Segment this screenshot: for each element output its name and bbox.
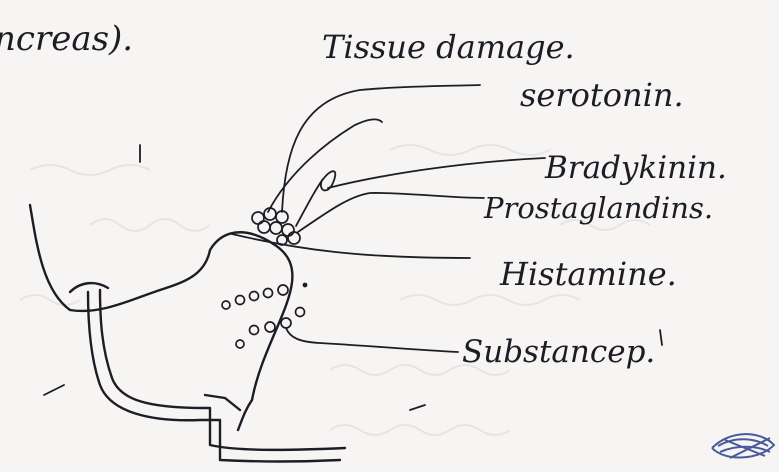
leader-histamine bbox=[232, 234, 470, 258]
label-substance-p: Substancep. bbox=[462, 334, 655, 370]
nerve-fiber-inner bbox=[88, 292, 340, 462]
label-histamine: Histamine. bbox=[499, 255, 677, 293]
ink-scribble bbox=[712, 434, 774, 458]
label-serotonin: serotonin. bbox=[520, 76, 684, 114]
tick-mark-right bbox=[660, 330, 662, 345]
dash-mark-lower bbox=[410, 405, 425, 410]
dash-mark bbox=[44, 385, 64, 395]
nerve-fiber-outer bbox=[100, 290, 345, 450]
leader-tissue-damage bbox=[268, 119, 382, 212]
leader-bradykinin-loop bbox=[296, 171, 335, 226]
nerve-terminal-cap bbox=[70, 283, 108, 292]
fragment-text: ncreas). bbox=[0, 19, 133, 59]
leader-prostaglandins bbox=[298, 193, 484, 232]
leader-bradykinin bbox=[328, 158, 545, 188]
leader-substance-p bbox=[286, 328, 458, 352]
label-prostaglandins: Prostaglandins. bbox=[483, 191, 713, 225]
label-tissue-damage: Tissue damage. bbox=[322, 28, 575, 66]
label-bradykinin: Bradykinin. bbox=[544, 150, 727, 186]
